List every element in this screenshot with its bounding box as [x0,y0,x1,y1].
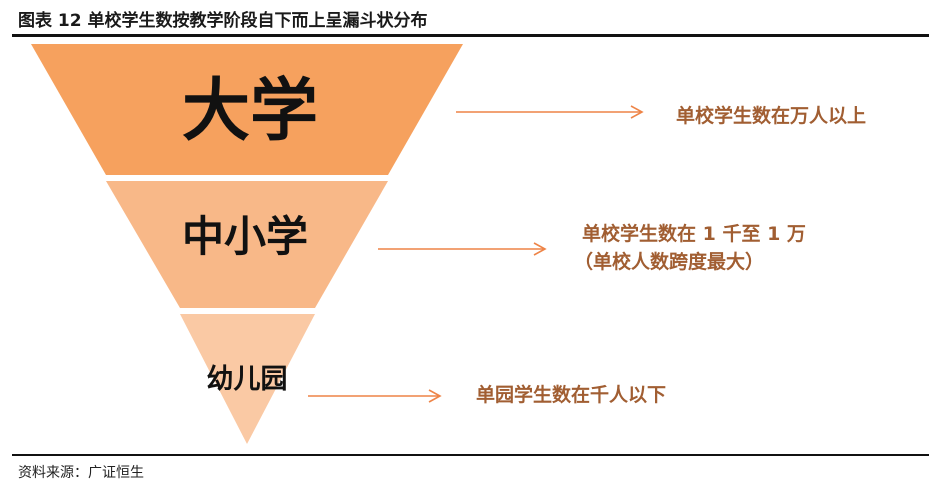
funnel-tier-university [31,44,463,175]
note-university: 单校学生数在万人以上 [676,105,867,127]
bottom-rule [12,454,929,456]
source-note: 资料来源：广证恒生 [18,465,144,481]
top-rule [12,34,929,37]
funnel-tier-kindergarten [180,314,315,444]
figure-title: 图表 12 单校学生数按教学阶段自下而上呈漏斗状分布 [18,11,428,31]
note-kindergarten: 单园学生数在千人以下 [476,384,667,406]
note-k12-line2: （单校人数跨度最大） [574,251,765,273]
tier-label-k12: 中小学 [181,212,308,261]
tier-label-university: 大学 [181,72,318,151]
funnel-tier-k12 [106,181,388,308]
note-k12-line1: 单校学生数在 1 千至 1 万 [582,223,806,245]
tier-label-kindergarten: 幼儿园 [206,364,288,395]
